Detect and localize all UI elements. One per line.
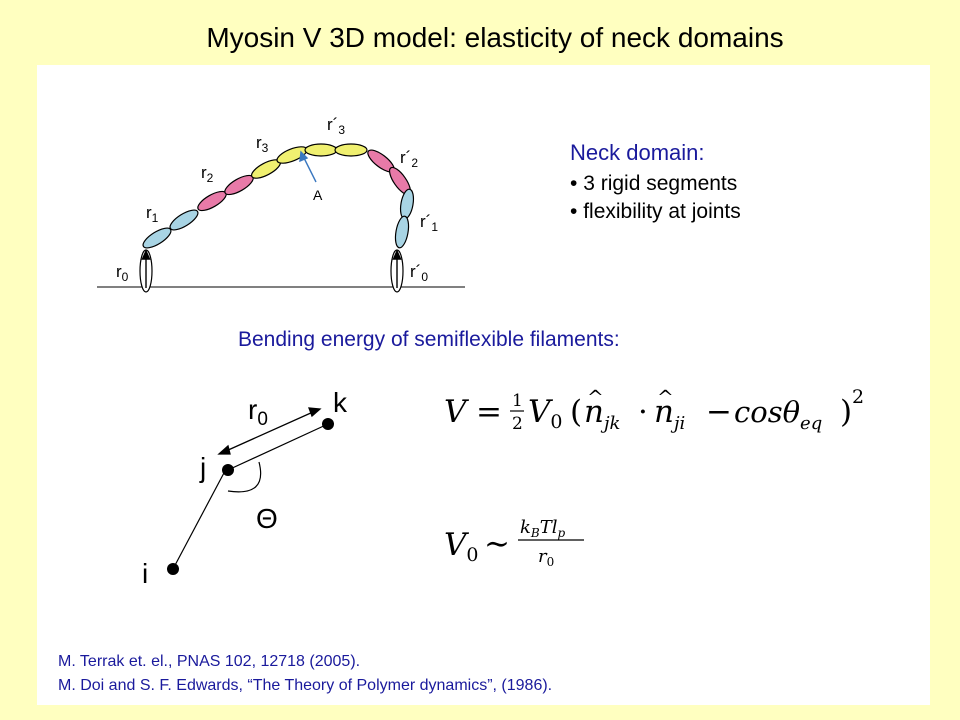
svg-text:^: ^: [657, 385, 674, 409]
segments-top-yellow: [304, 143, 368, 157]
bead-k: [322, 418, 334, 430]
joint-a-pointer: [299, 150, 317, 183]
label-r3: r3: [256, 133, 269, 155]
svg-text:·: ·: [638, 394, 648, 430]
label-r1: r1: [146, 203, 159, 225]
label-i: i: [142, 558, 148, 589]
label-rp2: r´2: [400, 148, 418, 170]
svg-text:nji: nji: [654, 394, 685, 434]
reference-1: M. Terrak et. el., PNAS 102, 12718 (2005…: [58, 653, 361, 670]
svg-text:kBTlp: kBTlp: [520, 517, 566, 540]
svg-text:2: 2: [512, 414, 523, 434]
content-panel: [37, 65, 930, 705]
angle-arc: [227, 461, 262, 493]
bead-i: [167, 563, 179, 575]
label-k: k: [333, 387, 348, 418]
neck-domain-box: Neck domain: 3 rigid segments flexibilit…: [570, 140, 741, 226]
label-r0-bend: r0: [248, 394, 268, 430]
label-rp3: r´3: [327, 115, 345, 137]
segments-left-pink: [197, 174, 254, 212]
svg-text:V0: V0: [444, 527, 478, 566]
bond-ij: [172, 470, 226, 570]
svg-text:2: 2: [852, 386, 864, 408]
bond-jk: [227, 423, 329, 471]
neck-bullet-2: flexibility at joints: [570, 198, 741, 226]
svg-text:): ): [840, 394, 852, 430]
references: M. Terrak et. el., PNAS 102, 12718 (2005…: [58, 650, 552, 698]
svg-text:1: 1: [512, 391, 523, 411]
svg-text:r0: r0: [538, 546, 554, 569]
neck-arrows: [141, 249, 402, 288]
svg-text:cosθeq: cosθeq: [734, 395, 822, 434]
neck-domain-heading: Neck domain:: [570, 140, 705, 165]
reference-2: M. Doi and S. F. Edwards, “The Theory of…: [58, 677, 553, 694]
label-r2: r2: [201, 163, 214, 185]
bead-j: [222, 464, 234, 476]
neck-domain-list: 3 rigid segments flexibility at joints: [570, 170, 741, 226]
svg-text:∼: ∼: [484, 526, 510, 562]
slide-title: Myosin V 3D model: elasticity of neck do…: [206, 22, 784, 53]
segments-right-pink: [367, 149, 412, 196]
svg-text:^: ^: [587, 385, 604, 409]
segments-right-blue: [394, 188, 415, 249]
label-r0: r0: [116, 262, 129, 284]
svg-text:=: =: [476, 394, 502, 430]
segments-left-blue: [142, 209, 199, 249]
r0-double-arrow: [217, 407, 322, 455]
svg-text:(: (: [570, 394, 582, 430]
equation-1: V = 1 2 V0 ( njk ^ · nji ^ − cosθeq ) 2: [444, 385, 864, 434]
svg-text:−: −: [706, 394, 732, 430]
label-rp0: r´0: [410, 262, 428, 284]
label-theta: Θ: [256, 503, 278, 534]
bending-energy-title: Bending energy of semiflexible filaments…: [238, 328, 620, 351]
neck-bullet-1: 3 rigid segments: [570, 170, 741, 198]
label-a: A: [313, 187, 323, 203]
svg-text:njk: njk: [584, 394, 620, 434]
label-j: j: [199, 452, 206, 483]
svg-text:V: V: [444, 394, 470, 430]
label-rp1: r´1: [420, 212, 438, 234]
svg-text:V0: V0: [528, 394, 562, 433]
equation-2: V0 ∼ kBTlp r0: [444, 517, 584, 569]
